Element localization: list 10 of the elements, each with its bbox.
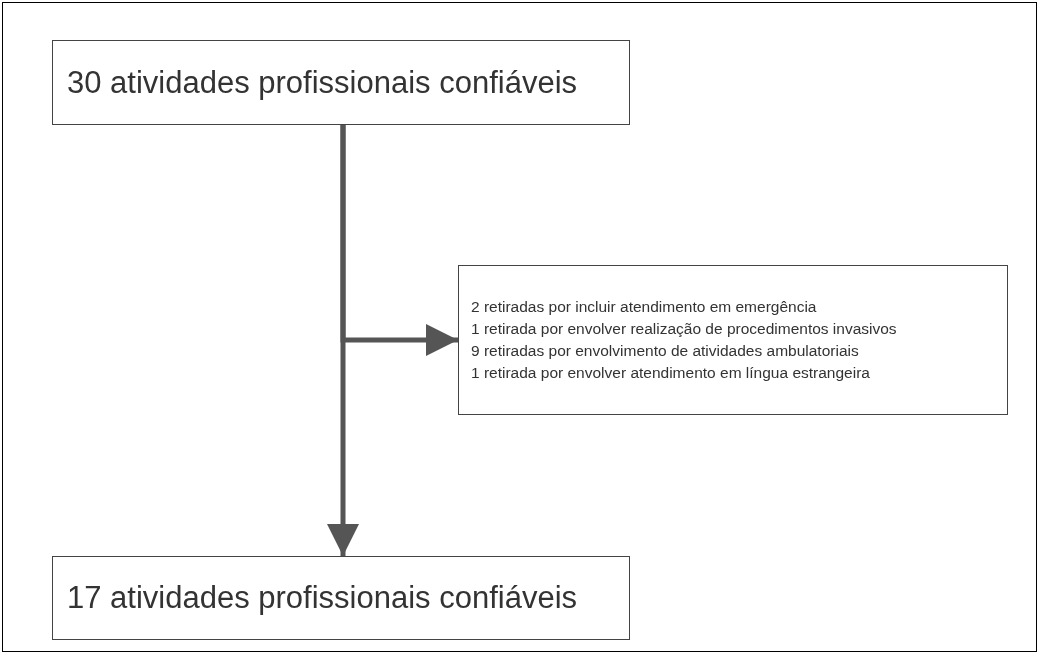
process-box xyxy=(52,556,630,640)
list-item: 2 retiradas por incluir atendimento em emergência xyxy=(471,297,818,317)
arrow xyxy=(340,125,458,357)
list-item: 1 retirada por envolver realização de procedimentos invasivos xyxy=(471,319,898,339)
list-item: 9 retiradas por envolvimento de atividades ambulatoriais xyxy=(471,341,860,361)
list-item: 1 retirada por envolver atendimento em língua estrangeira xyxy=(471,363,871,383)
process-box xyxy=(52,40,630,125)
box-title: 17 atividades profissionais confiáveis xyxy=(67,579,579,617)
box-title: 30 atividades profissionais confiáveis xyxy=(67,63,579,102)
process-box xyxy=(458,265,1008,415)
